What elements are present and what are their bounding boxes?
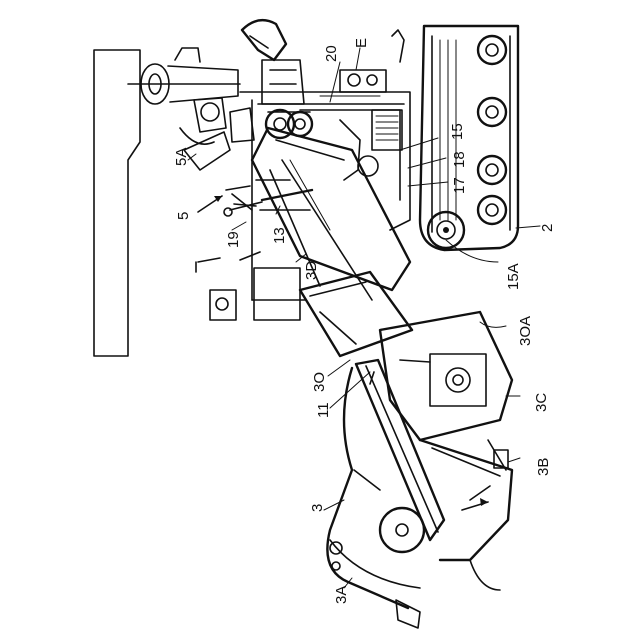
leader-lines bbox=[188, 48, 540, 588]
label-19: 19 bbox=[225, 231, 242, 248]
label-2: 2 bbox=[539, 224, 556, 232]
label-11: 11 bbox=[315, 402, 332, 418]
label-3O: 3O bbox=[311, 372, 328, 392]
label-E: E bbox=[353, 38, 370, 48]
track-rollers bbox=[478, 36, 506, 224]
label-3OA: 3OA bbox=[517, 316, 534, 346]
operator-seat bbox=[180, 98, 254, 144]
label-3A: 3A bbox=[333, 586, 350, 604]
label-15A: 15A bbox=[505, 263, 522, 290]
label-18: 18 bbox=[451, 151, 468, 168]
engine-cluster bbox=[340, 30, 404, 180]
cutter-platform bbox=[420, 440, 512, 590]
crawler-track bbox=[420, 26, 518, 250]
label-3: 3 bbox=[309, 504, 326, 512]
steering-assembly bbox=[128, 48, 240, 104]
direction-arrow bbox=[198, 196, 222, 212]
label-3B: 3B bbox=[535, 458, 552, 476]
label-3D: 3D bbox=[303, 261, 320, 280]
drive-sprocket bbox=[428, 212, 464, 248]
header-frame-3C bbox=[380, 312, 512, 440]
lower-body bbox=[196, 252, 300, 320]
label-20: 20 bbox=[323, 45, 340, 62]
label-3C: 3C bbox=[533, 393, 550, 412]
label-13: 13 bbox=[271, 227, 288, 244]
label-15: 15 bbox=[449, 123, 466, 140]
top-beam bbox=[94, 50, 140, 356]
label-5: 5 bbox=[175, 212, 192, 220]
label-5A: 5A bbox=[173, 148, 190, 166]
flow-arrow bbox=[462, 498, 488, 510]
label-17: 17 bbox=[451, 177, 468, 194]
